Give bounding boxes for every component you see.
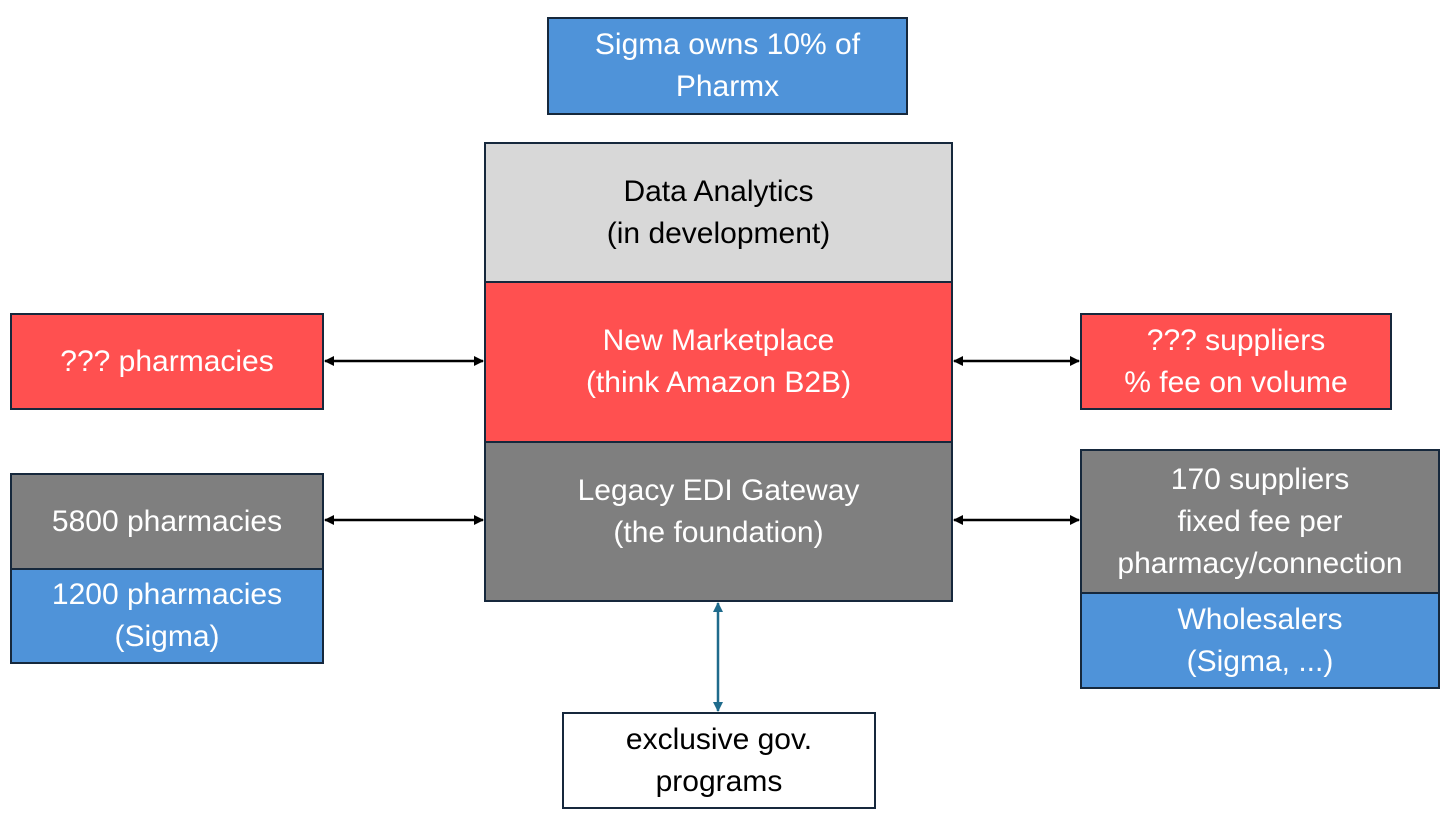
- new-marketplace-box: New Marketplace (think Amazon B2B): [484, 281, 953, 443]
- sigma-pharmacies-text: 1200 pharmacies (Sigma): [51, 578, 283, 653]
- legacy-pharmacies-text: 5800 pharmacies: [51, 504, 283, 538]
- sigma-ownership-text: Sigma owns 10% of Pharmx: [594, 28, 861, 103]
- marketplace-pharmacies-box: ??? pharmacies: [10, 313, 324, 410]
- data-analytics-box: Data Analytics (in development): [484, 142, 953, 283]
- new-marketplace-text: New Marketplace (think Amazon B2B): [585, 324, 852, 399]
- legacy-suppliers-box: 170 suppliers fixed fee per pharmacy/con…: [1080, 449, 1440, 594]
- gov-programs-box: exclusive gov. programs: [562, 712, 876, 809]
- marketplace-suppliers-box: ??? suppliers % fee on volume: [1080, 313, 1392, 410]
- legacy-edi-gateway-text: Legacy EDI Gateway (the foundation): [577, 473, 860, 549]
- marketplace-suppliers-text: ??? suppliers % fee on volume: [1124, 323, 1348, 399]
- wholesalers-text: Wholesalers (Sigma, ...): [1177, 602, 1343, 678]
- data-analytics-text: Data Analytics (in development): [606, 174, 831, 250]
- marketplace-pharmacies-text: ??? pharmacies: [60, 344, 274, 378]
- legacy-pharmacies-box: 5800 pharmacies: [10, 473, 324, 570]
- wholesalers-box: Wholesalers (Sigma, ...): [1080, 592, 1440, 689]
- sigma-ownership-box: Sigma owns 10% of Pharmx: [547, 17, 908, 115]
- legacy-suppliers-text: 170 suppliers fixed fee per pharmacy/con…: [1117, 462, 1403, 580]
- gov-programs-text: exclusive gov. programs: [625, 722, 813, 798]
- legacy-edi-gateway-box: Legacy EDI Gateway (the foundation): [484, 441, 953, 602]
- sigma-pharmacies-box: 1200 pharmacies (Sigma): [10, 568, 324, 664]
